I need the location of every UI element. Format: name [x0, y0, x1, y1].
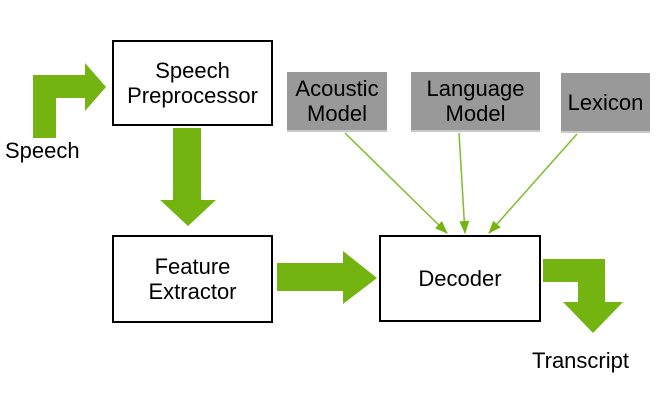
lexicon-node: Lexicon [561, 73, 650, 133]
language-model-label-line2: Model [445, 101, 506, 126]
speech-preprocessor-node: Speech Preprocessor [112, 40, 273, 126]
speech-input-arrow [33, 63, 106, 138]
transcript-output-label: Transcript [532, 348, 629, 373]
preprocessor-to-extractor-arrow [160, 128, 216, 226]
acoustic-to-decoder-connector [344, 132, 448, 234]
lexicon-label: Lexicon [567, 89, 644, 115]
extractor-to-decoder-arrow [277, 251, 377, 304]
acoustic-model-label-line2: Model [307, 101, 367, 126]
decoder-node: Decoder [379, 235, 541, 322]
language-to-decoder-connector [458, 132, 470, 234]
feature-extractor-node: Feature Extractor [112, 235, 273, 323]
feature-extractor-label-line2: Extractor [148, 279, 237, 304]
acoustic-model-node: Acoustic Model [287, 72, 387, 132]
language-model-node: Language Model [411, 72, 540, 132]
decoder-label: Decoder [418, 266, 502, 291]
feature-extractor-label-line1: Feature [154, 254, 231, 279]
speech-input-label: Speech [5, 138, 80, 163]
lexicon-to-decoder-connector [488, 133, 578, 234]
acoustic-model-label-line1: Acoustic [295, 76, 379, 101]
language-model-label-line1: Language [426, 76, 525, 101]
speech-preprocessor-label-line1: Speech [155, 58, 230, 83]
decoder-to-transcript-arrow [543, 259, 623, 333]
speech-preprocessor-label-line2: Preprocessor [127, 83, 258, 108]
